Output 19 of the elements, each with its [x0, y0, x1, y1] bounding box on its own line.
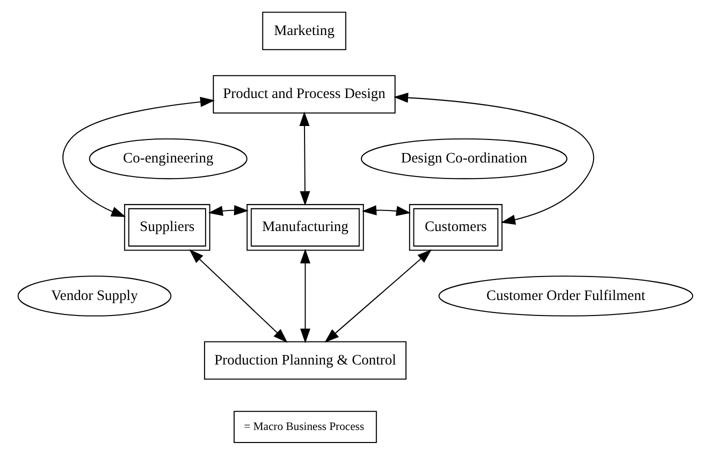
node-ellipse: Customer Order Fulfilment — [438, 276, 694, 316]
node-ellipse: Co-engineering — [88, 138, 248, 180]
arrow — [324, 249, 432, 343]
node-box: Product and Process Design — [212, 75, 396, 114]
arrow — [362, 205, 411, 216]
node-ellipse: Vendor Supply — [18, 276, 172, 316]
node-box: Production Planning & Control — [204, 341, 406, 380]
node-box: Suppliers — [124, 204, 210, 251]
arrow — [394, 92, 594, 225]
legend-label: = Macro Business Process — [244, 420, 364, 433]
arrow — [62, 96, 215, 217]
node-box: Marketing — [262, 12, 346, 50]
arrow — [299, 111, 310, 206]
node-ellipse: Design Co-ordination — [360, 138, 568, 180]
node-box: Customers — [409, 204, 503, 251]
arrow — [189, 249, 288, 343]
arrow — [208, 205, 249, 216]
node-box: Manufacturing — [246, 204, 364, 251]
arrow — [300, 248, 310, 344]
